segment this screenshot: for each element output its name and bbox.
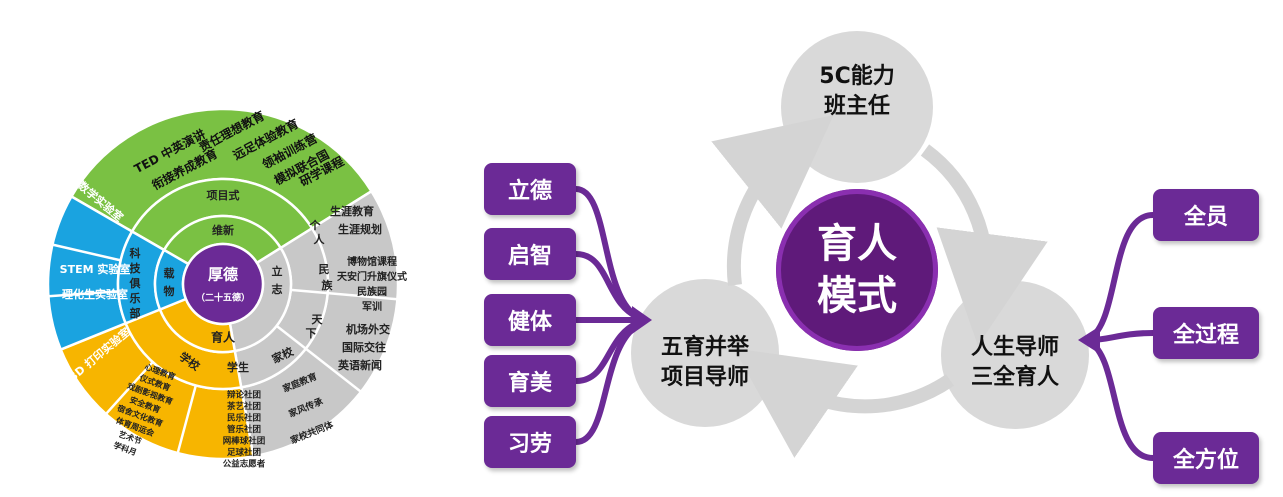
- outer-right-1-item: 生涯规划: [338, 222, 382, 236]
- ring2-lizhi: 志: [272, 282, 283, 296]
- right-circle-line2: 三全育人: [970, 365, 1059, 390]
- cycle-arc-right: [920, 144, 1048, 346]
- outer-left-item: 理化生实验室: [62, 287, 128, 301]
- left-arrowhead: [632, 306, 652, 334]
- ring3-left-keji: 乐: [130, 291, 141, 305]
- outer-right-1-item: 生涯教育: [330, 204, 374, 218]
- item-quanguocheng: 全过程: [1153, 307, 1259, 359]
- ring2-zaiwu: 载: [164, 266, 175, 280]
- outer-bottom-student-item: 辩论社团: [227, 390, 261, 401]
- right-circle-text: 人生导师 三全育人: [955, 333, 1075, 393]
- left-circle-line2: 项目导师: [660, 365, 749, 390]
- ring-divider: [104, 361, 154, 415]
- ring3-minzu: 民: [319, 263, 330, 276]
- item-xilao: 习劳: [484, 416, 576, 468]
- ring-divider: [290, 288, 398, 301]
- top-circle-line1: 5C能力: [819, 64, 895, 89]
- ring3-left-keji: 技: [130, 261, 142, 275]
- right-circle-line1: 人生导师: [970, 335, 1059, 360]
- ring2-zaiwu: 物: [164, 284, 175, 298]
- cycle-arc-left: [711, 114, 834, 286]
- center-line1: 育人: [817, 221, 897, 267]
- outer-bottom-student-item: 民乐社团: [227, 413, 261, 424]
- right-arrowhead: [1078, 326, 1100, 354]
- outer-bottom-student-item: 网棒球社团: [223, 436, 266, 447]
- ring3-left-keji: 俱: [129, 276, 141, 290]
- ring-divider: [48, 290, 119, 298]
- ring-divider: [52, 243, 121, 262]
- left-connectors: [575, 186, 642, 445]
- ring-divider: [275, 324, 362, 393]
- outer-bottom-student-item: 茶艺社团: [226, 401, 261, 412]
- ring-divider: [176, 385, 198, 454]
- ring3-geren: 人: [314, 232, 326, 246]
- item-yumei: 育美: [484, 355, 576, 407]
- outer-bottom-student-item: 管乐社团: [227, 424, 261, 435]
- ring3-geren: 个: [309, 218, 322, 232]
- outer-left-item: STEM 实验室: [60, 262, 131, 276]
- ring3-student: 学生: [227, 360, 249, 374]
- top-circle-line2: 班主任: [823, 94, 890, 119]
- left-circle-text: 五育并举 项目导师: [645, 333, 765, 393]
- cycle-arc-bottom: [733, 348, 954, 458]
- center-line2: 模式: [817, 273, 897, 319]
- top-circle-text: 5C能力 班主任: [797, 62, 917, 122]
- ring3-left-keji: 科: [130, 246, 141, 260]
- ring3-tianxia: 下: [306, 327, 317, 340]
- core-title: 厚德: [208, 266, 238, 284]
- ring2-yuren: 育人: [211, 330, 236, 345]
- item-lide: 立德: [484, 163, 576, 215]
- center-circle: 育人 模式: [776, 189, 938, 351]
- ring2-top: 项目式: [207, 188, 240, 202]
- item-quanyuan: 全员: [1153, 189, 1259, 241]
- ring3-minzu: 族: [322, 278, 334, 292]
- outer-right-3-item: 机场外交: [346, 322, 390, 336]
- ring3-left-keji: 部: [130, 306, 141, 320]
- left-circle-line1: 五育并举: [660, 335, 749, 360]
- item-qizhi: 启智: [484, 228, 576, 280]
- core-subtitle: （二十五德）: [196, 292, 250, 304]
- outer-bottom-student-item: 公益志愿者: [223, 459, 266, 470]
- item-jianti: 健体: [484, 294, 576, 346]
- education-wheel: 厚德（二十五德）维新项目式载物立志育人科技俱乐部个人民族天下学校学生家校TED …: [46, 108, 407, 470]
- outer-right-2-item: 天安门升旗仪式: [337, 270, 407, 283]
- outer-right-3-item: 英语新闻: [337, 358, 382, 372]
- ring3-tianxia: 天: [312, 313, 324, 326]
- outer-bottom-student-item: 足球社团: [227, 447, 261, 458]
- outer-right-2-item: 民族园: [357, 285, 387, 298]
- core-circle: [181, 242, 265, 326]
- outer-right-2-item: 博物馆课程: [347, 255, 397, 268]
- outer-right-3-item: 国际交往: [342, 340, 386, 354]
- outer-right-2-item: 军训: [362, 300, 382, 313]
- ring2-lizhi: 立: [272, 264, 283, 278]
- item-quanfangwei: 全方位: [1153, 432, 1259, 484]
- ring2-weixin: 维新: [212, 223, 234, 237]
